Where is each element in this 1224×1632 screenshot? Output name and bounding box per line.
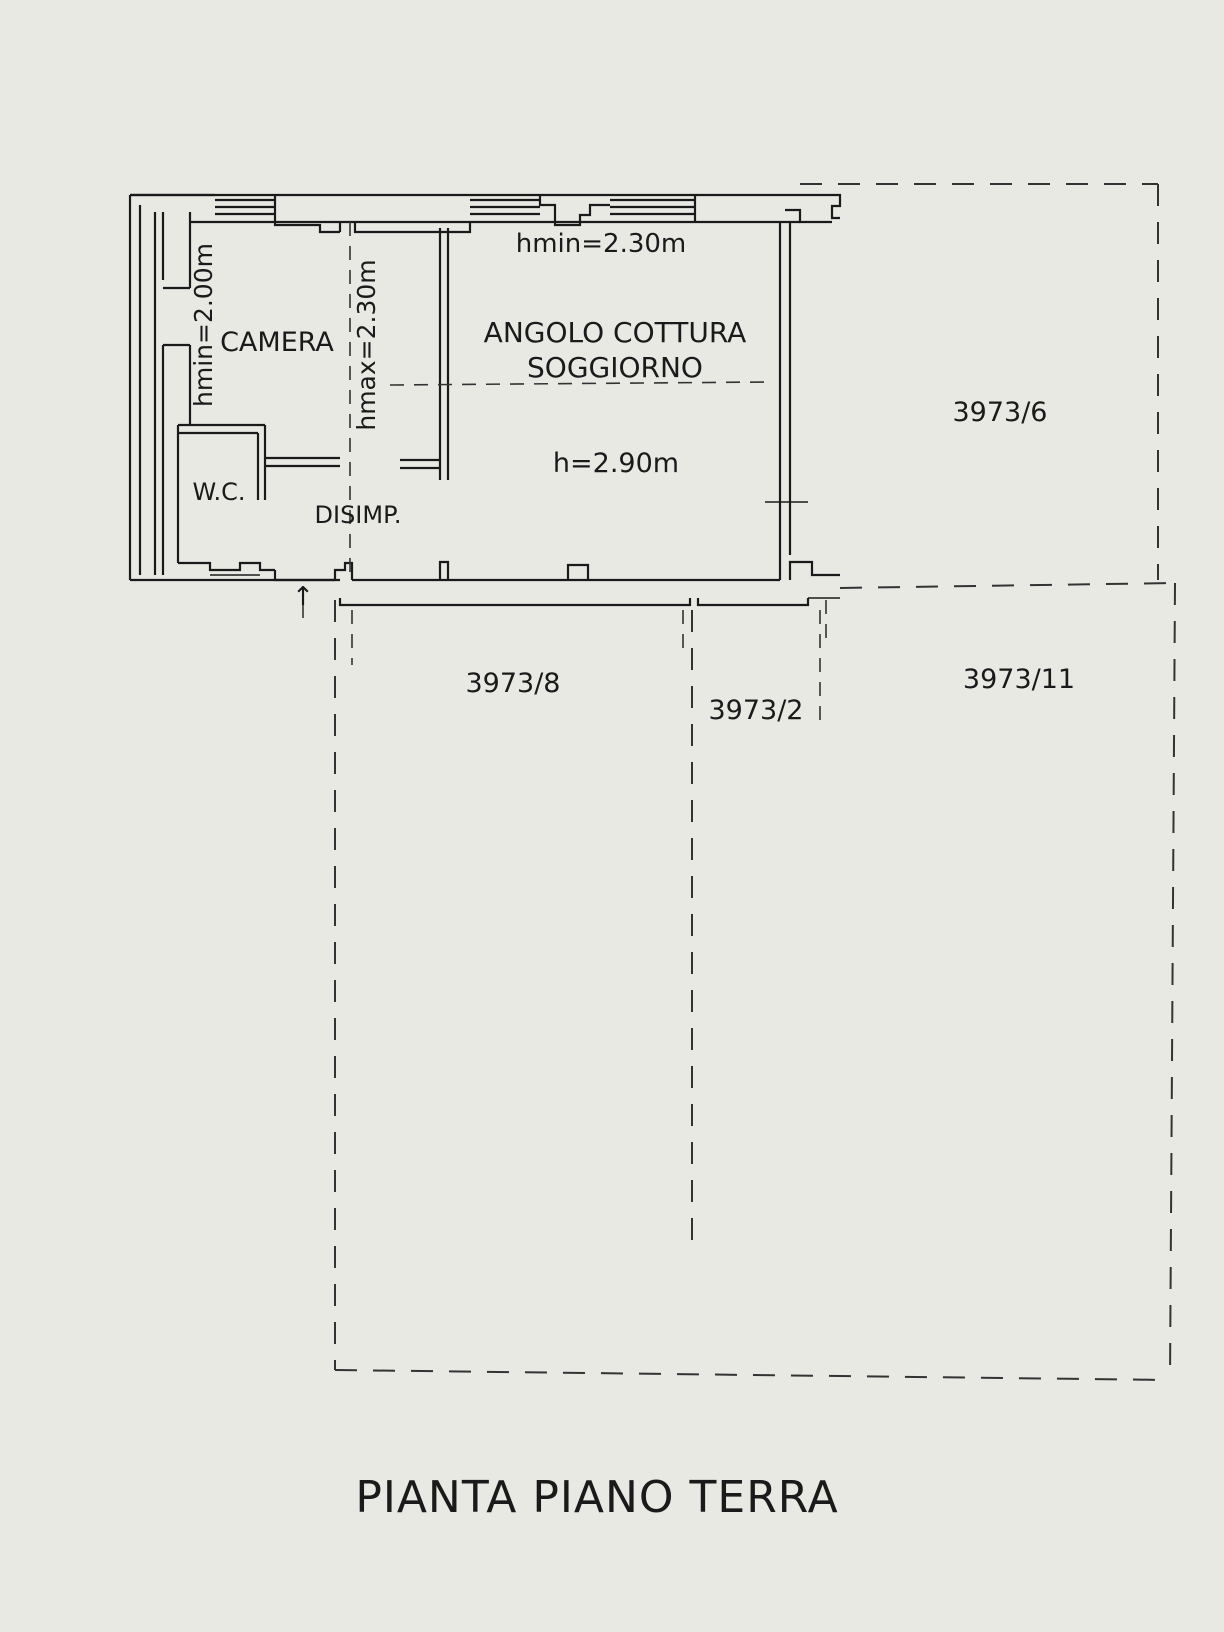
room-label-wc: W.C. (193, 478, 246, 506)
room-label-angolo-cottura: ANGOLO COTTURA (484, 316, 747, 349)
parcel-boundaries (334, 183, 1176, 1381)
room-label-camera: CAMERA (220, 327, 334, 358)
parcel-label-3973-6: 3973/6 (953, 397, 1048, 428)
room-label-disimpegno: DISIMP. (315, 501, 402, 529)
height-label-camera: hmin=2.00m (189, 243, 218, 407)
height-label-soggiorno: h=2.90m (553, 448, 679, 479)
building-walls (128, 193, 842, 607)
parcel-label-3973-2: 3973/2 (709, 695, 804, 726)
height-label-soggiorno-min: hmin=2.30m (516, 229, 687, 259)
parcel-label-3973-8: 3973/8 (466, 668, 561, 699)
room-label-soggiorno: SOGGIORNO (527, 351, 703, 384)
parcel-label-3973-11: 3973/11 (963, 664, 1075, 695)
entrance-arrow-icon: ↑ (292, 582, 314, 612)
plan-title: PIANTA PIANO TERRA (355, 1472, 838, 1523)
height-label-disimpegno: hmax=2.30m (352, 259, 381, 430)
